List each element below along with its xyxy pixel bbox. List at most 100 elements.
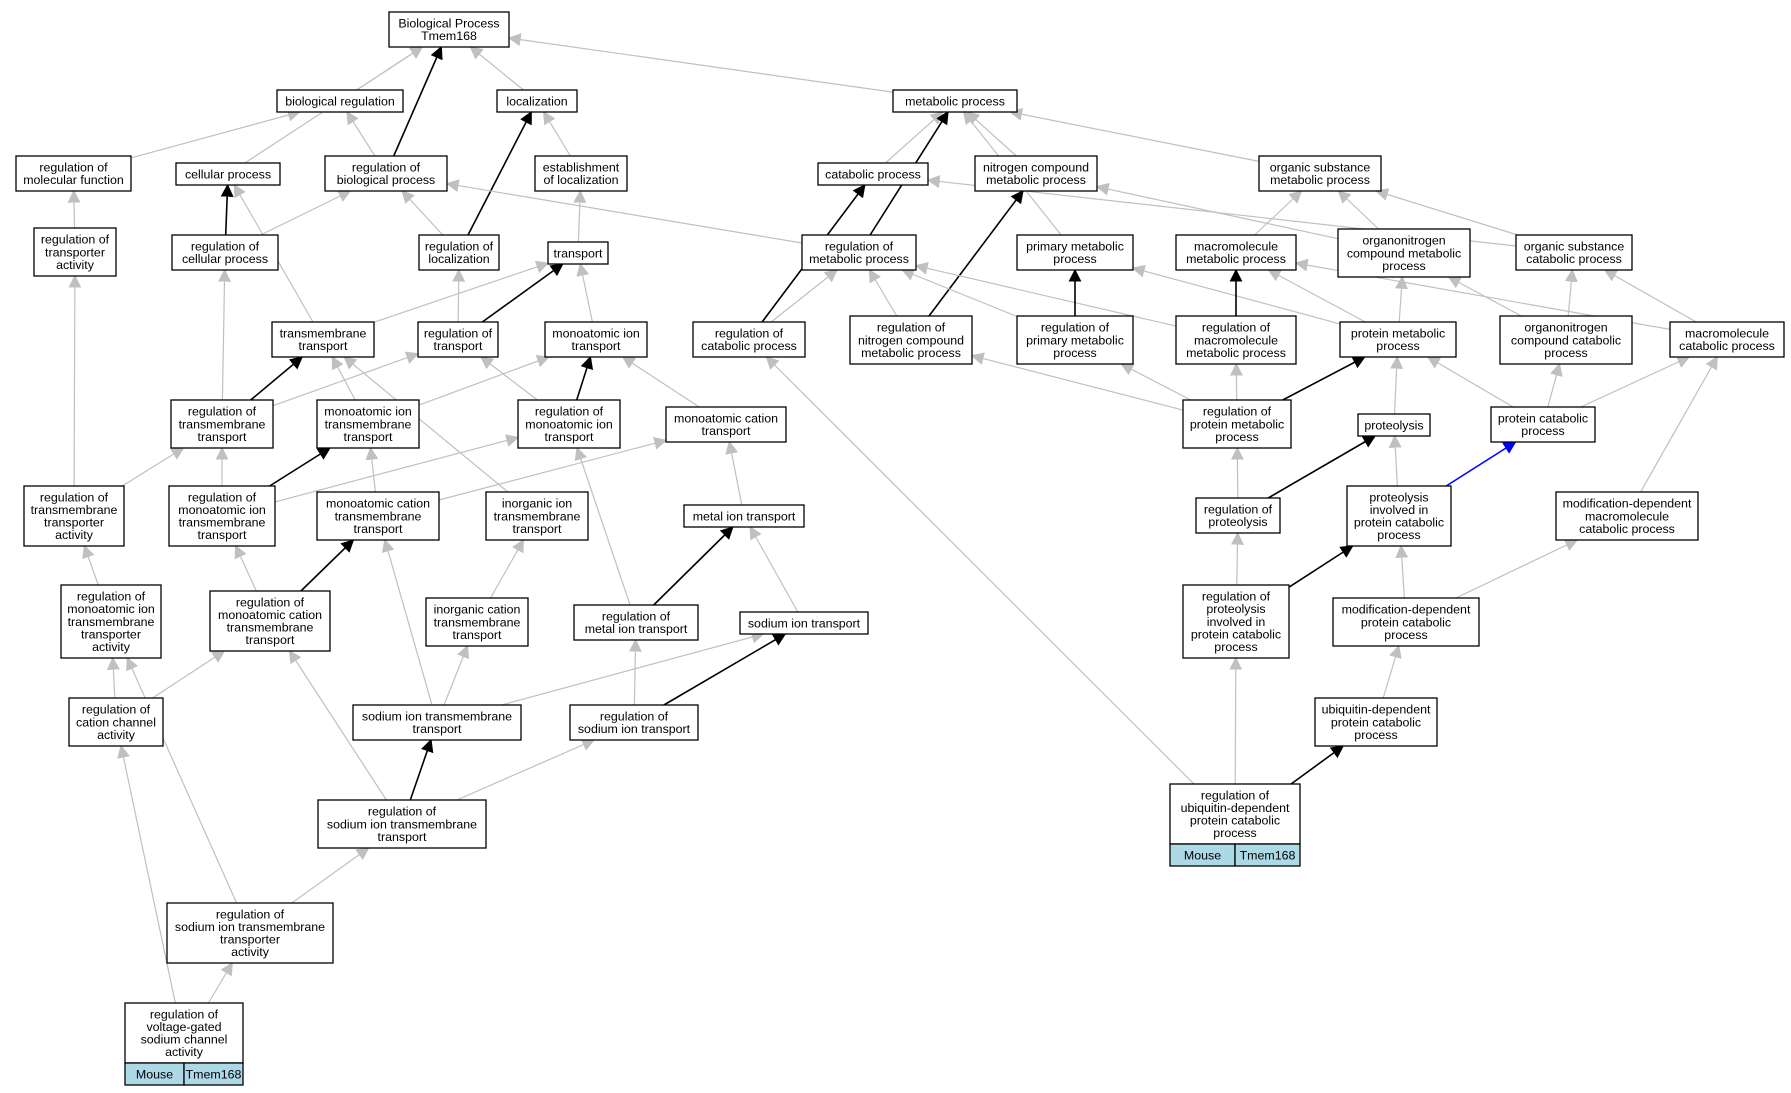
edge-mctmt-to-mct [438,436,668,501]
edge-macromet-to-orgsub [1254,190,1303,236]
go-term-metal[interactable]: metal ion transport [683,504,805,528]
edge-macrocat-to-orgsubcat [1603,269,1697,323]
edge-reg-tr-to-reg-loc [452,268,466,323]
go-term-box [352,704,522,741]
edge-orgsubcat-to-orgsub [1375,188,1518,236]
edge-proteolysis-to-protmet [1390,355,1404,415]
go-term-loc[interactable]: localization [496,89,578,113]
edge-reg-tmt-to-reg-tr [272,351,420,407]
go-term-sodium[interactable]: sodium ion transport [739,611,869,635]
edge-iitmt-to-tmt [343,356,509,493]
edge-protmet-to-orgnitro [1395,275,1408,323]
go-term-catab[interactable]: catabolic process [817,162,929,186]
edge-estloc-to-loc [543,110,571,157]
edge-orgsub-to-metab [1009,107,1260,162]
edge-sitmt-to-sodium [501,630,765,706]
edge-protcat-to-orgnitrocat [1547,362,1563,408]
edge-reg-metal-to-metal [653,526,734,606]
go-term-transport[interactable]: transport [547,241,609,265]
go-term-proteolysis[interactable]: proteolysis [1357,413,1431,437]
go-term-metab[interactable]: metabolic process [892,89,1018,113]
go-term-label: cellular process [185,167,271,181]
go-term-label: sodium ion transport [748,616,861,630]
go-term-box [1016,315,1134,365]
go-term-box [316,491,440,541]
edge-reg-sitmt-to-reg-mctmt [288,649,387,801]
edge-reg-sitmt-to-reg-sit [456,738,596,801]
edge-reg-mitmta-to-reg-tmta [82,544,99,586]
edge-mitmt-to-mit [418,354,551,406]
go-term-bioreg[interactable]: biological regulation [276,89,404,113]
go-term-cellproc[interactable]: cellular process [175,162,281,186]
edge-orgnitrocat-to-orgnitro [1447,276,1522,317]
edge-reg-tmt-to-reg-cp [217,268,231,401]
edge-sitmt-to-ictmt [443,644,470,706]
go-term-box [417,321,499,358]
edge-metab-to-root [507,33,894,93]
go-term-box [801,234,917,271]
go-term-box [1314,697,1438,747]
